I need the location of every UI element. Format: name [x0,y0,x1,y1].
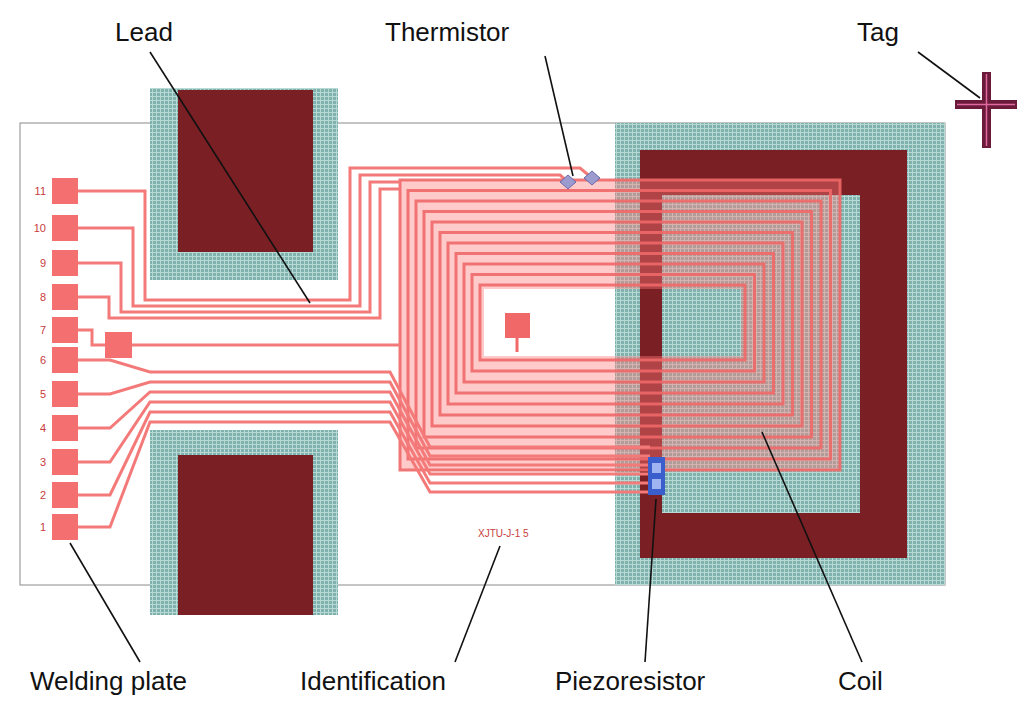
part-label: Coil [838,667,883,697]
pin-number: 10 [34,222,46,235]
welding-pads [52,178,132,540]
bond-pad [178,455,313,615]
pin-number: 5 [40,388,46,401]
part-label: Piezoresistor [555,667,705,697]
part-label: Thermistor [385,18,509,48]
bond-pad-frame [150,88,338,280]
coil [400,180,840,470]
center-pad [505,313,530,338]
pin-number: 3 [40,456,46,469]
pin-number: 6 [40,354,46,367]
thermistor-symbol [560,171,600,189]
pin-number: 9 [40,257,46,270]
part-label: Identification [300,667,446,697]
piezoresistor-symbol [648,457,665,495]
coil-band [400,180,840,470]
part-label: Tag [857,18,899,48]
pin-number: 1 [40,521,46,534]
identification-mark: XJTU-J-1 5 [478,528,529,540]
pin-number: 4 [40,422,46,435]
bond-pad [178,90,313,252]
pin-number: 11 [35,185,46,198]
leads [78,168,650,527]
part-label: Lead [115,18,173,48]
pin-number: 2 [40,489,46,502]
part-label: Welding plate [30,667,187,697]
bond-pad-frame [150,430,338,615]
pin-number: 7 [40,324,46,337]
center-pad-stub [516,338,519,352]
alignment-tag [955,72,1017,148]
leader-lines [70,52,980,662]
pin-number: 8 [40,291,46,304]
